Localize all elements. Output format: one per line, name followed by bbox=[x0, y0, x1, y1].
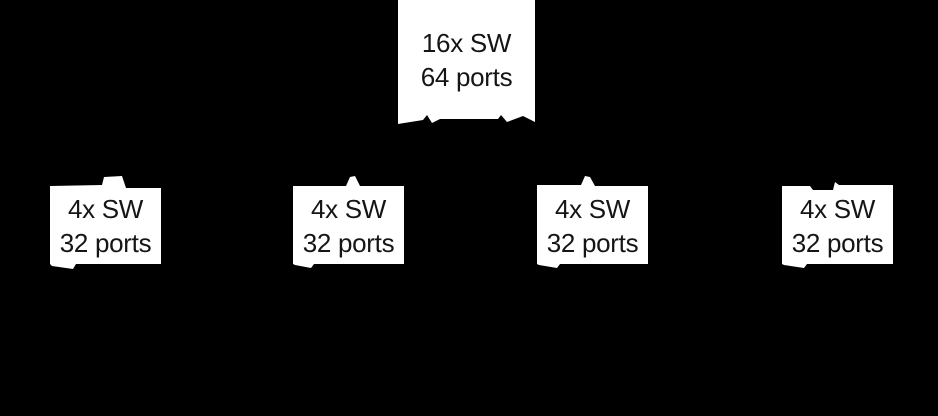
leaf-port-count-label: 32 ports bbox=[791, 228, 884, 258]
leaf-switch-box-2: 4x SW 32 ports bbox=[293, 176, 404, 268]
leaf-switch-count-label: 4x SW bbox=[310, 194, 387, 224]
leaf-switch-label: 4x SW 32 ports bbox=[293, 176, 404, 268]
leaf-switch-box-1: 4x SW 32 ports bbox=[50, 176, 161, 269]
leaf-port-count-label: 32 ports bbox=[546, 228, 639, 258]
leaf-switch-label: 4x SW 32 ports bbox=[782, 182, 893, 268]
leaf-port-count-label: 32 ports bbox=[59, 228, 152, 258]
spine-switch-count-label: 16x SW bbox=[421, 28, 512, 58]
leaf-switch-count-label: 4x SW bbox=[67, 194, 144, 224]
leaf-switch-label: 4x SW 32 ports bbox=[50, 176, 161, 269]
leaf-switch-count-label: 4x SW bbox=[799, 194, 876, 224]
spine-port-count-label: 64 ports bbox=[420, 62, 513, 92]
leaf-port-count-label: 32 ports bbox=[302, 228, 395, 258]
leaf-switch-box-3: 4x SW 32 ports bbox=[537, 176, 648, 268]
leaf-switch-label: 4x SW 32 ports bbox=[537, 176, 648, 268]
leaf-switch-count-label: 4x SW bbox=[554, 194, 631, 224]
spine-switch-box: 16x SW 64 ports bbox=[398, 0, 535, 124]
spine-switch-label: 16x SW 64 ports bbox=[398, 0, 535, 124]
leaf-switch-box-4: 4x SW 32 ports bbox=[782, 182, 893, 268]
